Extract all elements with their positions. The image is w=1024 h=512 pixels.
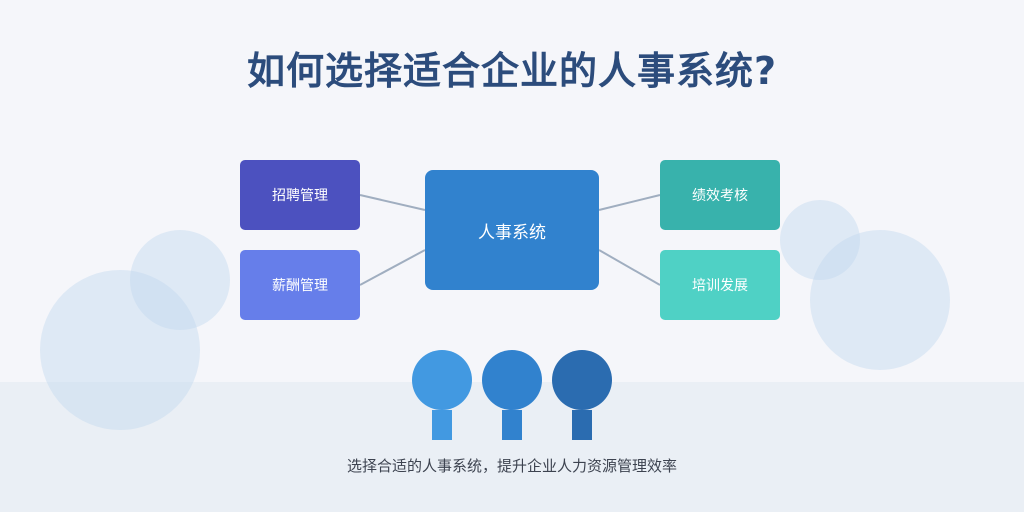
- node-compensation: 薪酬管理: [240, 250, 360, 320]
- node-performance: 绩效考核: [660, 160, 780, 230]
- person-body-icon: [502, 410, 522, 440]
- person-body-icon: [572, 410, 592, 440]
- caption-text: 选择合适的人事系统，提升企业人力资源管理效率: [346, 457, 677, 475]
- bubble-decoration: [810, 230, 950, 370]
- node-hr-system: 人事系统: [425, 170, 599, 290]
- node-recruitment: 招聘管理: [240, 160, 360, 230]
- person-head-icon: [552, 350, 612, 410]
- connector-line: [598, 194, 661, 211]
- page-title: 如何选择适合企业的人事系统?: [246, 49, 778, 93]
- node-training: 培训发展: [660, 250, 780, 320]
- bubble-decoration: [780, 200, 860, 280]
- bubble-decoration: [40, 270, 200, 430]
- person-head-icon: [482, 350, 542, 410]
- person-head-icon: [412, 350, 472, 410]
- person-body-icon: [432, 410, 452, 440]
- connector-line: [359, 194, 426, 211]
- connector-line: [598, 249, 661, 286]
- connector-line: [359, 249, 426, 286]
- bubble-decoration: [130, 230, 230, 330]
